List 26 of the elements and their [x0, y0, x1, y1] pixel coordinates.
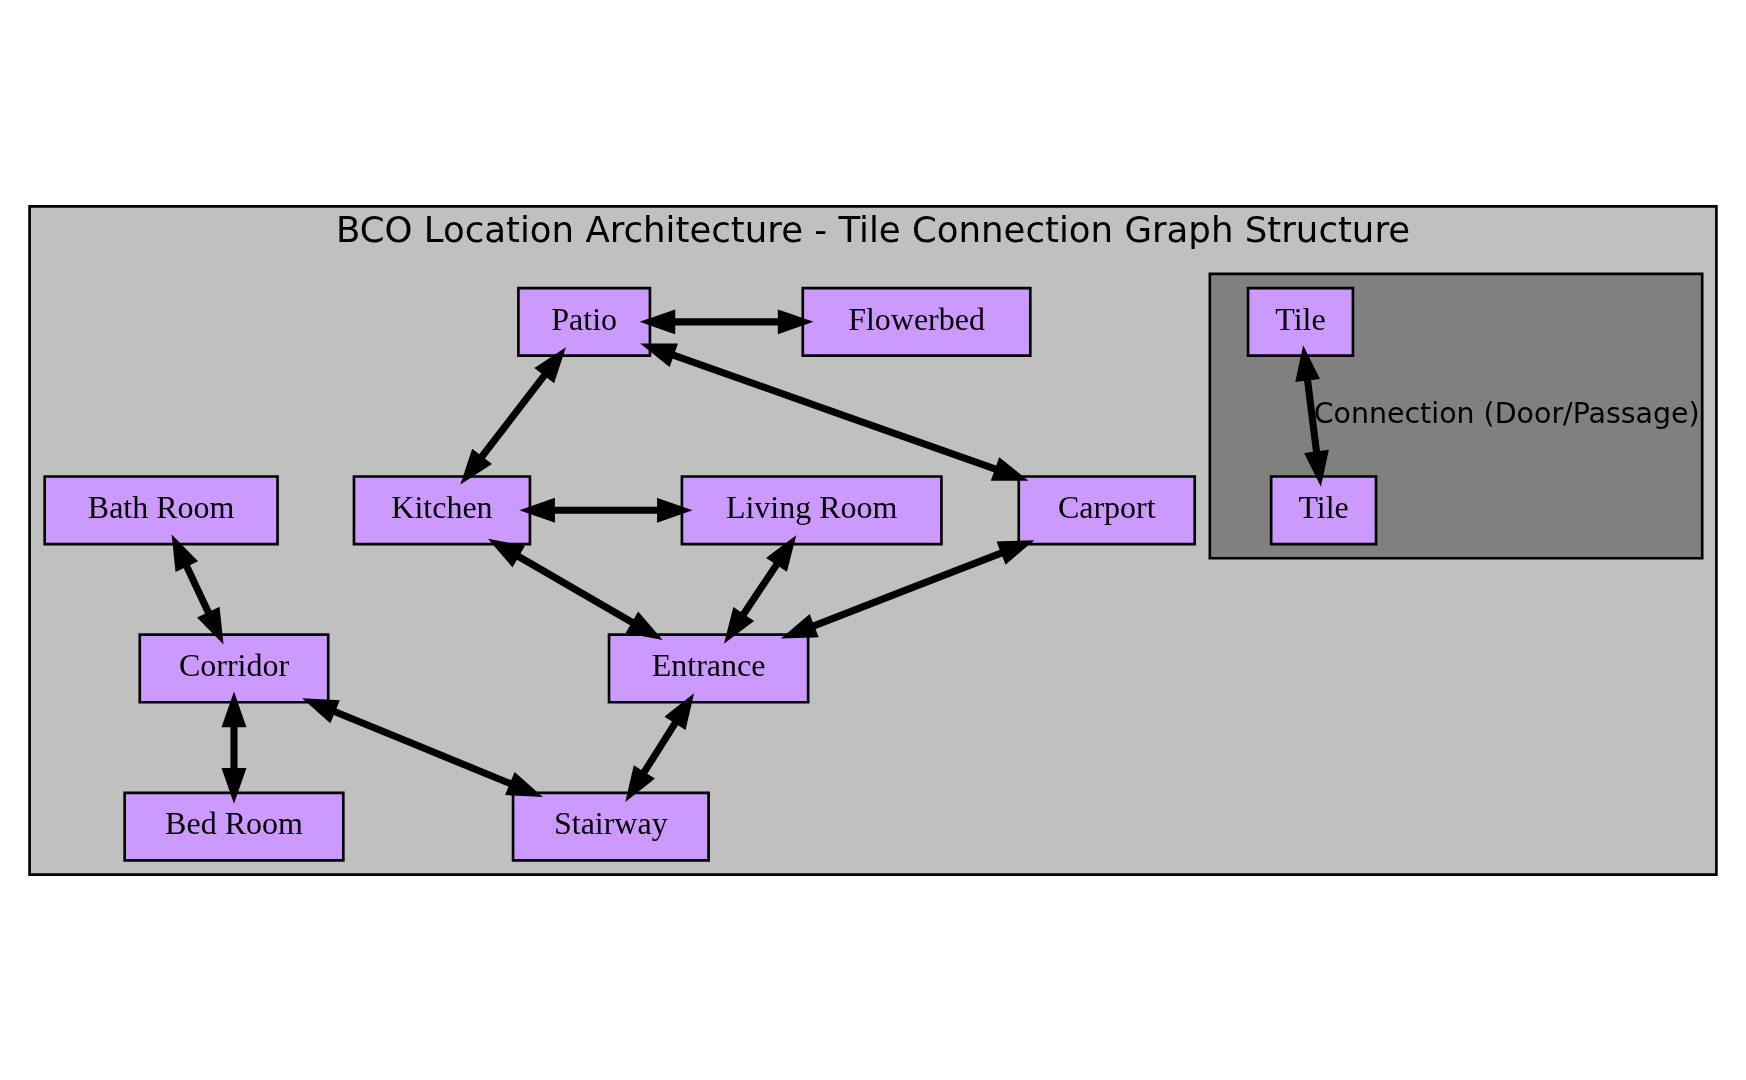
- node-box: Bath Room: [43, 474, 279, 545]
- arrow: [487, 538, 663, 640]
- node-box: Patio: [517, 286, 652, 357]
- node-box: Living Room: [680, 474, 943, 545]
- arrow: [302, 697, 543, 797]
- node-box: Flowerbed: [801, 286, 1032, 357]
- edge-label: Connection (Door/Passage): [1313, 396, 1700, 430]
- arrow: [221, 691, 247, 804]
- arrow: [460, 346, 566, 485]
- arrow: [519, 497, 693, 523]
- node-box: Corridor: [138, 632, 330, 704]
- node-box: Stairway: [511, 791, 710, 862]
- cluster: [1208, 272, 1704, 560]
- node-box: Carport: [1017, 474, 1197, 545]
- node-box: Bed Room: [123, 791, 345, 862]
- arrow: [640, 342, 1029, 481]
- arrow: [1295, 344, 1329, 487]
- node-box: Tile: [1246, 286, 1355, 357]
- arrow: [723, 534, 797, 644]
- arrow: [625, 692, 695, 802]
- node-box: Kitchen: [352, 474, 532, 545]
- arrow: [780, 539, 1035, 639]
- arrow: [171, 533, 224, 644]
- node-box: Entrance: [607, 632, 810, 704]
- arrow: [639, 308, 814, 334]
- node-box: Tile: [1269, 474, 1378, 545]
